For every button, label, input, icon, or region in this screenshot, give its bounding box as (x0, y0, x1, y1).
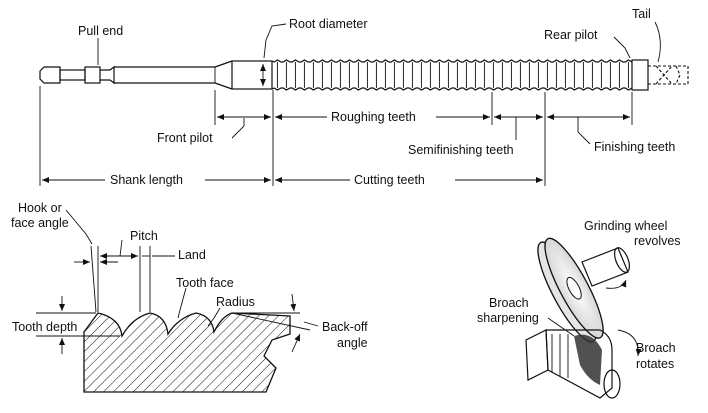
label-pull-end: Pull end (78, 24, 123, 38)
tooth-profile-section (83, 312, 311, 393)
broach-body (39, 59, 689, 91)
rear-pilot-leader (613, 36, 631, 59)
label-root-diameter: Root diameter (289, 17, 368, 31)
tail-outline (648, 65, 689, 85)
cutting-teeth-bottom-edge (271, 87, 633, 91)
label-finishing-teeth: Finishing teeth (594, 140, 675, 154)
pull-end-groove (100, 65, 115, 85)
pull-end-collar (84, 66, 101, 84)
label-rear-pilot: Rear pilot (544, 28, 598, 42)
root-diameter-leader (263, 23, 287, 59)
tooth-face-leader (177, 287, 187, 319)
cutting-teeth-lines (276, 62, 629, 88)
label-front-pilot: Front pilot (157, 131, 213, 145)
label-rotates-line1: Broach (636, 341, 676, 355)
label-pitch: Pitch (130, 229, 158, 243)
label-land: Land (178, 248, 206, 262)
label-tooth-face: Tooth face (176, 276, 234, 290)
pull-end-neck (59, 69, 86, 81)
pull-end-tip (39, 66, 61, 84)
label-back-off-line2: angle (337, 336, 368, 350)
cutting-teeth-top-edge (271, 59, 633, 63)
sharpening-illustration (525, 237, 642, 399)
label-cutting-teeth: Cutting teeth (354, 173, 425, 187)
label-rotates-line2: rotates (636, 357, 674, 371)
sharpening-contact (574, 334, 602, 385)
label-roughing-teeth: Roughing teeth (331, 110, 416, 124)
hook-angle-leader (65, 209, 93, 245)
front-pilot (231, 60, 273, 90)
label-tail: Tail (632, 7, 651, 21)
tail-leader (654, 21, 661, 63)
label-radius: Radius (216, 295, 255, 309)
front-pilot-leader (231, 118, 245, 139)
rear-pilot (631, 59, 649, 91)
label-sharpening-line1: Broach (489, 296, 529, 310)
label-grinding-line1: Grinding wheel (584, 219, 667, 233)
label-tooth-depth: Tooth depth (12, 320, 77, 334)
label-hook-line2: face angle (11, 216, 69, 230)
label-semifinishing-teeth: Semifinishing teeth (408, 143, 514, 157)
wheel-spindle (581, 247, 629, 287)
label-shank-length: Shank length (110, 173, 183, 187)
label-sharpening-line2: sharpening (477, 311, 539, 325)
label-back-off-line1: Back-off (322, 320, 368, 334)
radius-leader (207, 307, 221, 327)
label-grinding-line2: revolves (634, 234, 681, 248)
label-hook-line1: Hook or (18, 201, 62, 215)
tooth-profile (83, 312, 291, 393)
